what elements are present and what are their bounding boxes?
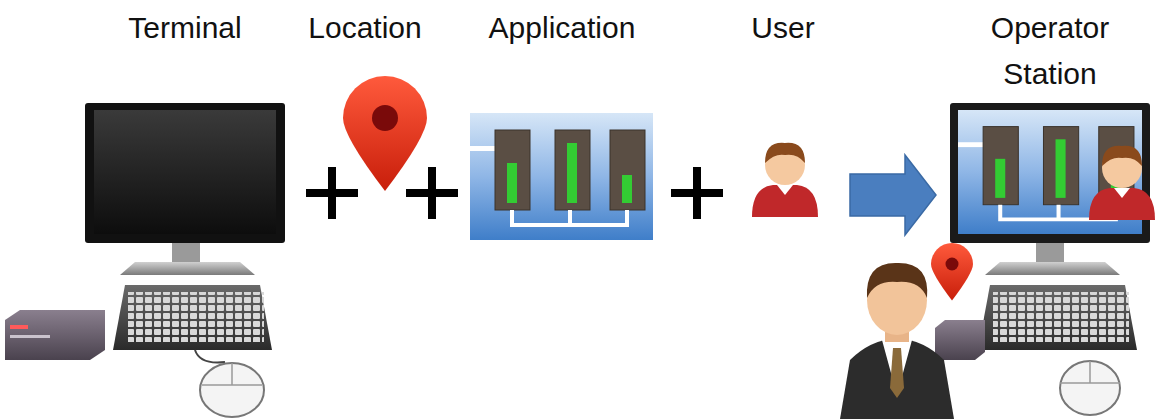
location-pin — [343, 76, 427, 191]
caption-label: Location — [280, 5, 450, 51]
result-arrow — [850, 155, 936, 235]
caption-label: Application — [447, 5, 677, 51]
application-panel — [470, 113, 653, 240]
user-icon — [752, 143, 818, 217]
operator-station-icon — [840, 103, 1155, 419]
terminal-icon — [5, 103, 285, 417]
caption-label: Terminal — [85, 5, 285, 51]
caption-label: Operator Station — [965, 5, 1135, 97]
caption-label: User — [713, 5, 853, 51]
